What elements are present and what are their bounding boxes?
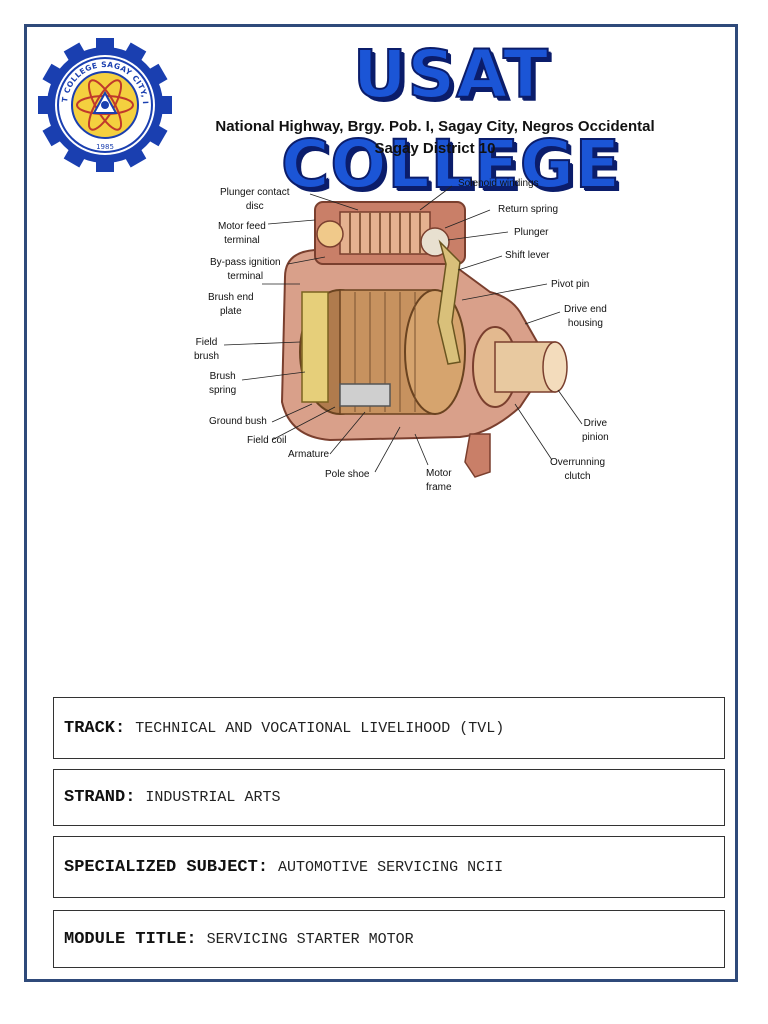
callout-ground-bush: Ground bush	[209, 416, 267, 427]
callout-field-brush: Field brush	[194, 337, 220, 362]
callout-pole-shoe: Pole shoe	[325, 469, 370, 480]
subject-value: AUTOMOTIVE SERVICING NCII	[278, 858, 504, 876]
callout-drive-end-housing: Drive end housing	[564, 304, 607, 329]
college-seal-logo: 1985 USAT COLLEGE SAGAY CITY, INC.	[38, 38, 172, 172]
address-line-1: National Highway, Brgy. Pob. I, Sagay Ci…	[215, 118, 655, 135]
starter-motor-illustration	[223, 185, 583, 478]
subject-label: SPECIALIZED SUBJECT:	[64, 857, 269, 877]
module-box: MODULE TITLE: SERVICING STARTER MOTOR	[53, 910, 725, 968]
callout-brush-spring: Brush spring	[209, 371, 237, 396]
page-border	[24, 24, 738, 982]
callout-pivot-pin: Pivot pin	[551, 279, 590, 290]
callout-solenoid-windings: Solenoid windings	[458, 178, 539, 189]
subject-box: SPECIALIZED SUBJECT: AUTOMOTIVE SERVICIN…	[53, 836, 725, 898]
track-label: TRACK:	[64, 718, 126, 738]
callout-plunger-contact-disc: Plunger contact disc	[220, 187, 290, 212]
college-name: USAT COLLEGE	[280, 35, 621, 204]
callout-motor-frame: Motor frame	[426, 468, 452, 493]
callout-field-coil: Field coil	[247, 435, 287, 446]
callout-drive-pinion: Drive pinion	[582, 418, 609, 443]
strand-label: STRAND:	[64, 788, 136, 807]
callout-return-spring: Return spring	[498, 204, 559, 215]
callout-plunger: Plunger	[514, 227, 549, 238]
module-value: SERVICING STARTER MOTOR	[206, 930, 414, 948]
track-value: TECHNICAL AND VOCATIONAL LIVELIHOOD (TVL…	[135, 719, 505, 737]
strand-box: STRAND: INDUSTRIAL ARTS	[53, 769, 725, 826]
strand-value: INDUSTRIAL ARTS	[145, 789, 281, 806]
starter-motor-diagram: Plunger contact disc Motor feed terminal…	[190, 172, 620, 497]
callout-motor-feed-terminal: Motor feed terminal	[218, 221, 266, 246]
callout-brush-end-plate: Brush end plate	[208, 292, 254, 317]
callout-bypass-ignition-terminal: By-pass ignition terminal	[210, 257, 281, 282]
track-box: TRACK: TECHNICAL AND VOCATIONAL LIVELIHO…	[53, 697, 725, 759]
address-line-2: Sagay District 10	[374, 140, 496, 157]
callout-shift-lever: Shift lever	[505, 250, 550, 261]
module-label: MODULE TITLE:	[64, 929, 197, 949]
callout-armature: Armature	[288, 449, 330, 460]
seal-year: 1985	[96, 143, 114, 151]
callout-overrunning-clutch: Overrunning clutch	[550, 457, 606, 482]
